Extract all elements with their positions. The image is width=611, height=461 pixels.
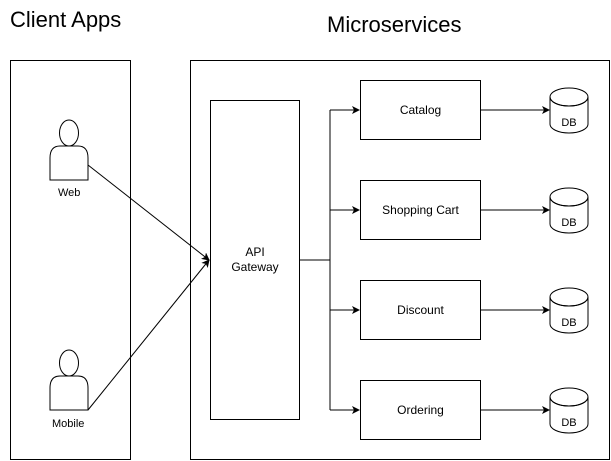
api-gateway-label: API Gateway xyxy=(231,245,279,274)
microservices-title: Microservices xyxy=(327,12,462,37)
discount-db-icon[interactable]: DB xyxy=(549,287,589,334)
api-gateway-box[interactable]: API Gateway xyxy=(210,100,300,420)
mobile-to-gateway-arrow xyxy=(87,259,210,411)
shopping-cart-db-icon[interactable]: DB xyxy=(549,187,589,234)
service-label: Ordering xyxy=(397,403,444,417)
db-label: DB xyxy=(561,117,576,129)
db-label: DB xyxy=(561,417,576,429)
db-label: DB xyxy=(561,317,576,329)
ordering-db-icon[interactable]: DB xyxy=(549,387,589,434)
service-box-catalog[interactable]: Catalog xyxy=(360,80,481,140)
client-apps-title: Client Apps xyxy=(10,7,122,32)
web-user-icon[interactable] xyxy=(49,119,89,181)
web-client-label: Web xyxy=(58,187,81,199)
service-box-discount[interactable]: Discount xyxy=(360,280,481,340)
mobile-user-icon[interactable] xyxy=(49,349,89,411)
service-label: Catalog xyxy=(399,103,442,117)
db-label: DB xyxy=(561,217,576,229)
service-label: Discount xyxy=(397,303,444,317)
service-label: Shopping Cart xyxy=(382,203,459,217)
mobile-client-label: Mobile xyxy=(52,418,85,430)
service-box-shopping-cart[interactable]: Shopping Cart xyxy=(360,180,481,240)
catalog-db-icon[interactable]: DB xyxy=(549,87,589,134)
web-to-gateway-arrow xyxy=(87,164,210,261)
service-box-ordering[interactable]: Ordering xyxy=(360,380,481,440)
